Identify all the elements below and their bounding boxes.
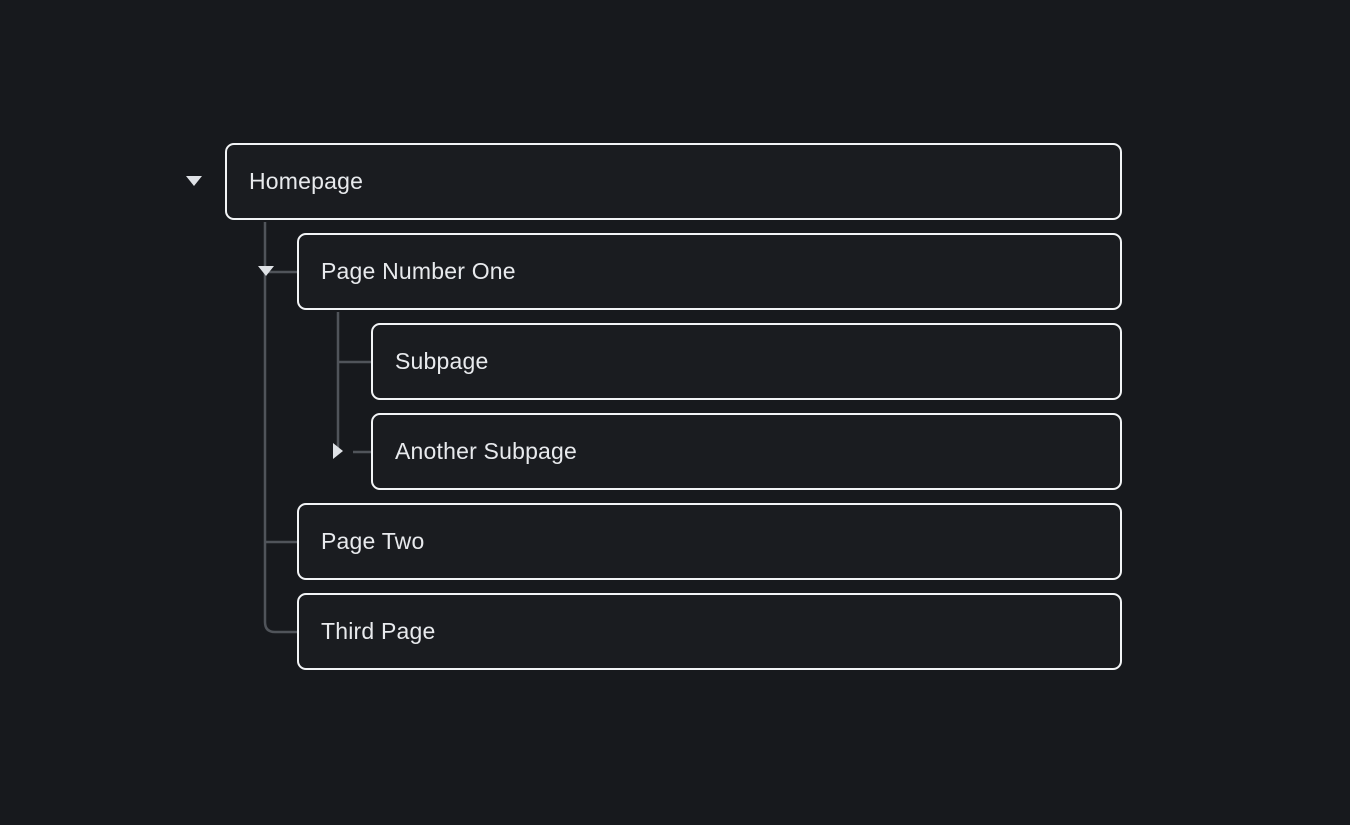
tree-node-label: Page Number One	[321, 258, 516, 284]
tree-node-page-two[interactable]: Page Two	[297, 503, 1122, 580]
chevron-down-icon	[258, 266, 274, 276]
tree-node-label: Homepage	[249, 168, 364, 194]
tree-node-label: Another Subpage	[395, 438, 578, 464]
tree-node-label: Page Two	[321, 528, 425, 554]
chevron-down-icon	[186, 176, 202, 186]
toggle-page-number-one[interactable]	[255, 260, 277, 282]
tree-node-page-number-one[interactable]: Page Number One	[297, 233, 1122, 310]
connector-trunk-root	[263, 222, 297, 634]
tree-node-third-page[interactable]: Third Page	[297, 593, 1122, 670]
tree-node-another-subpage[interactable]: Another Subpage	[371, 413, 1122, 490]
toggle-another-subpage[interactable]	[327, 440, 349, 462]
tree-node-label: Subpage	[395, 348, 489, 374]
toggle-homepage[interactable]	[183, 170, 205, 192]
chevron-right-icon	[333, 443, 343, 459]
tree-node-homepage[interactable]: Homepage	[225, 143, 1122, 220]
tree-node-label: Third Page	[321, 618, 436, 644]
tree-node-subpage[interactable]: Subpage	[371, 323, 1122, 400]
